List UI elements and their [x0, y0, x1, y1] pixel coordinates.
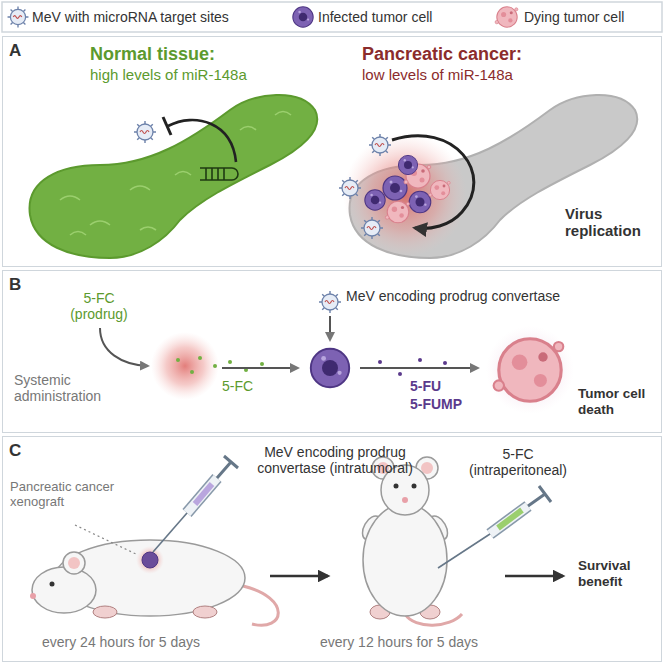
treatment-label: 5-FC (intraperitoneal) — [452, 446, 584, 478]
treatment-label: MeV encoding prodrug convertase (intratu… — [240, 444, 430, 476]
legend-text: MeV with microRNA target sites — [32, 9, 229, 25]
subheading-text: high levels of miR-148a — [90, 66, 340, 83]
virus-label: MeV encoding prodrug convertase — [346, 288, 646, 304]
drug-label: 5-FU — [410, 378, 480, 394]
panel-letter: A — [9, 41, 21, 61]
schedule-note: every 12 hours for 5 days — [320, 634, 540, 650]
normal-pancreas — [30, 95, 318, 258]
legend-text: Dying tumor cell — [524, 9, 624, 25]
schedule-note: every 24 hours for 5 days — [42, 634, 262, 650]
subheading-text: low levels of miR-148a — [362, 66, 642, 83]
heading-text: Normal tissue: — [90, 44, 340, 65]
heading-text: Pancreatic cancer: — [362, 44, 652, 65]
outcome-text: Tumor cell death — [578, 386, 662, 417]
prodrug-scheme — [100, 291, 574, 414]
drug-label: 5-FUMP — [410, 396, 490, 412]
route-note: Systemic administration — [14, 372, 118, 404]
panel-letter: C — [9, 441, 21, 461]
panel-letter: B — [9, 275, 21, 295]
outcome-text: Survival benefit — [578, 558, 662, 589]
drug-label: 5-FC — [222, 378, 282, 394]
callout-text: Pancreatic cancer xenograft — [10, 480, 122, 510]
legend-text: Infected tumor cell — [318, 9, 432, 25]
legend-bar — [2, 2, 662, 32]
drug-label: 5-FC (prodrug) — [60, 290, 138, 322]
outcome-text: Virus replication — [565, 205, 660, 240]
